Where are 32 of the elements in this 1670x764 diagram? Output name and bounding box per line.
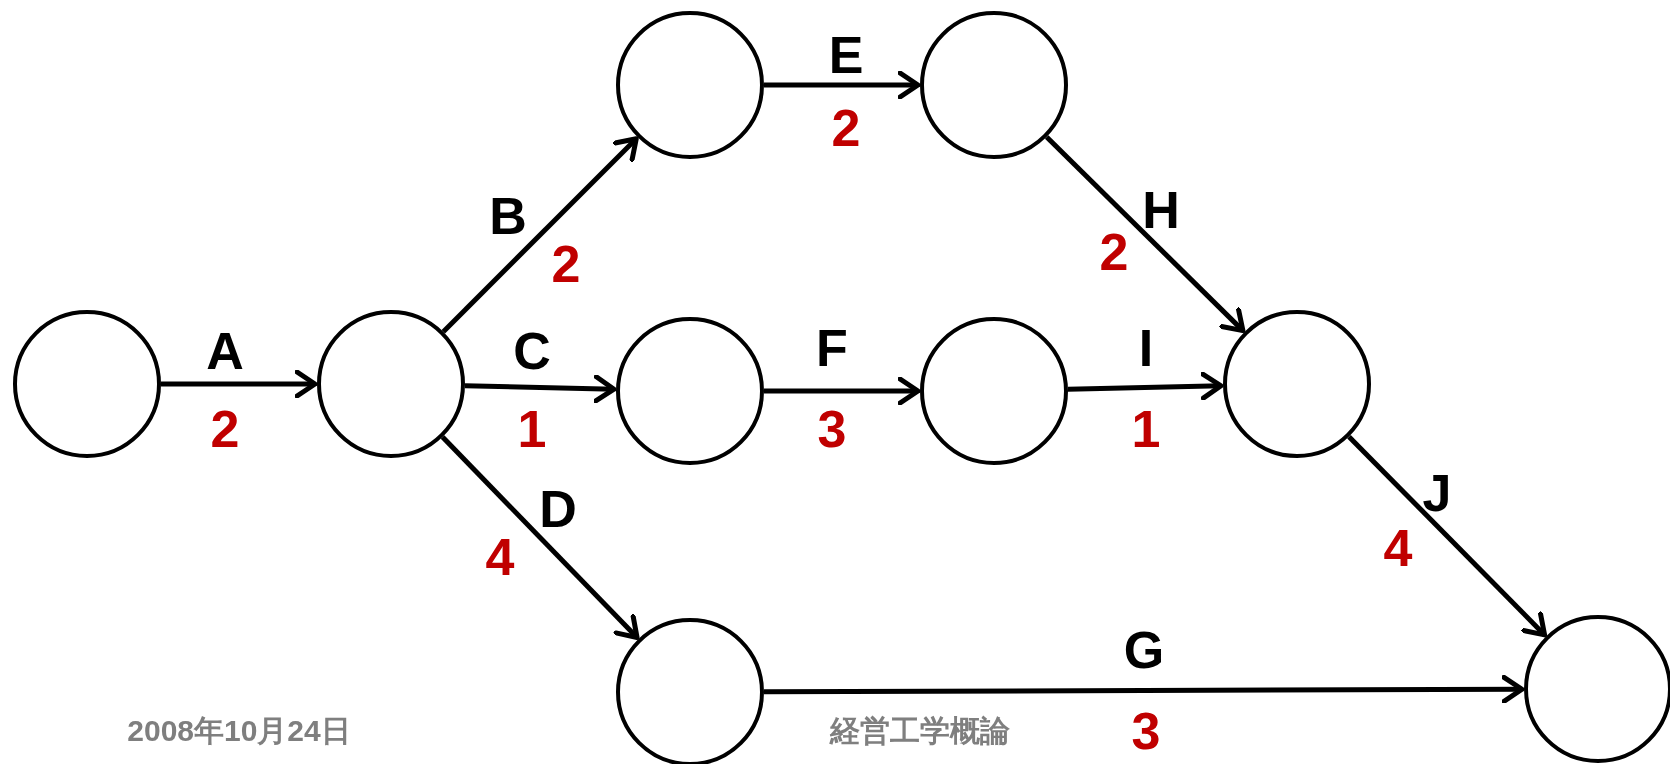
footer-text: 2008年10月24日 xyxy=(127,716,351,746)
arrow xyxy=(441,136,639,334)
edge-label: B xyxy=(489,190,527,242)
duration-label: 3 xyxy=(817,403,847,455)
duration-label: 2 xyxy=(210,403,240,455)
edge-label: I xyxy=(1138,322,1154,374)
duration-label: 2 xyxy=(551,238,581,290)
arrow xyxy=(1347,434,1548,638)
edge-label: H xyxy=(1142,184,1180,236)
duration-label: 2 xyxy=(831,102,861,154)
edge-label: E xyxy=(828,29,864,81)
arrow xyxy=(764,70,921,100)
edge-label: J xyxy=(1422,467,1452,519)
edge-label: D xyxy=(539,483,577,535)
duration-label: 3 xyxy=(1131,705,1161,757)
arrow xyxy=(1044,135,1246,334)
arrow xyxy=(464,374,617,404)
edge-label: G xyxy=(1123,624,1165,676)
duration-label: 1 xyxy=(1131,403,1161,455)
edge-label: C xyxy=(513,325,551,377)
duration-label: 4 xyxy=(1383,522,1413,574)
duration-label: 4 xyxy=(485,531,515,583)
arrow xyxy=(161,369,318,399)
duration-label: 2 xyxy=(1099,226,1129,278)
arrow xyxy=(764,376,921,406)
edge-label: F xyxy=(816,322,848,374)
duration-label: 1 xyxy=(517,403,547,455)
arrow xyxy=(440,435,640,640)
edge-label: A xyxy=(206,325,244,377)
arrow xyxy=(1067,371,1224,401)
footer-text: 経営工学概論 xyxy=(830,716,1010,746)
arrow xyxy=(764,674,1525,704)
